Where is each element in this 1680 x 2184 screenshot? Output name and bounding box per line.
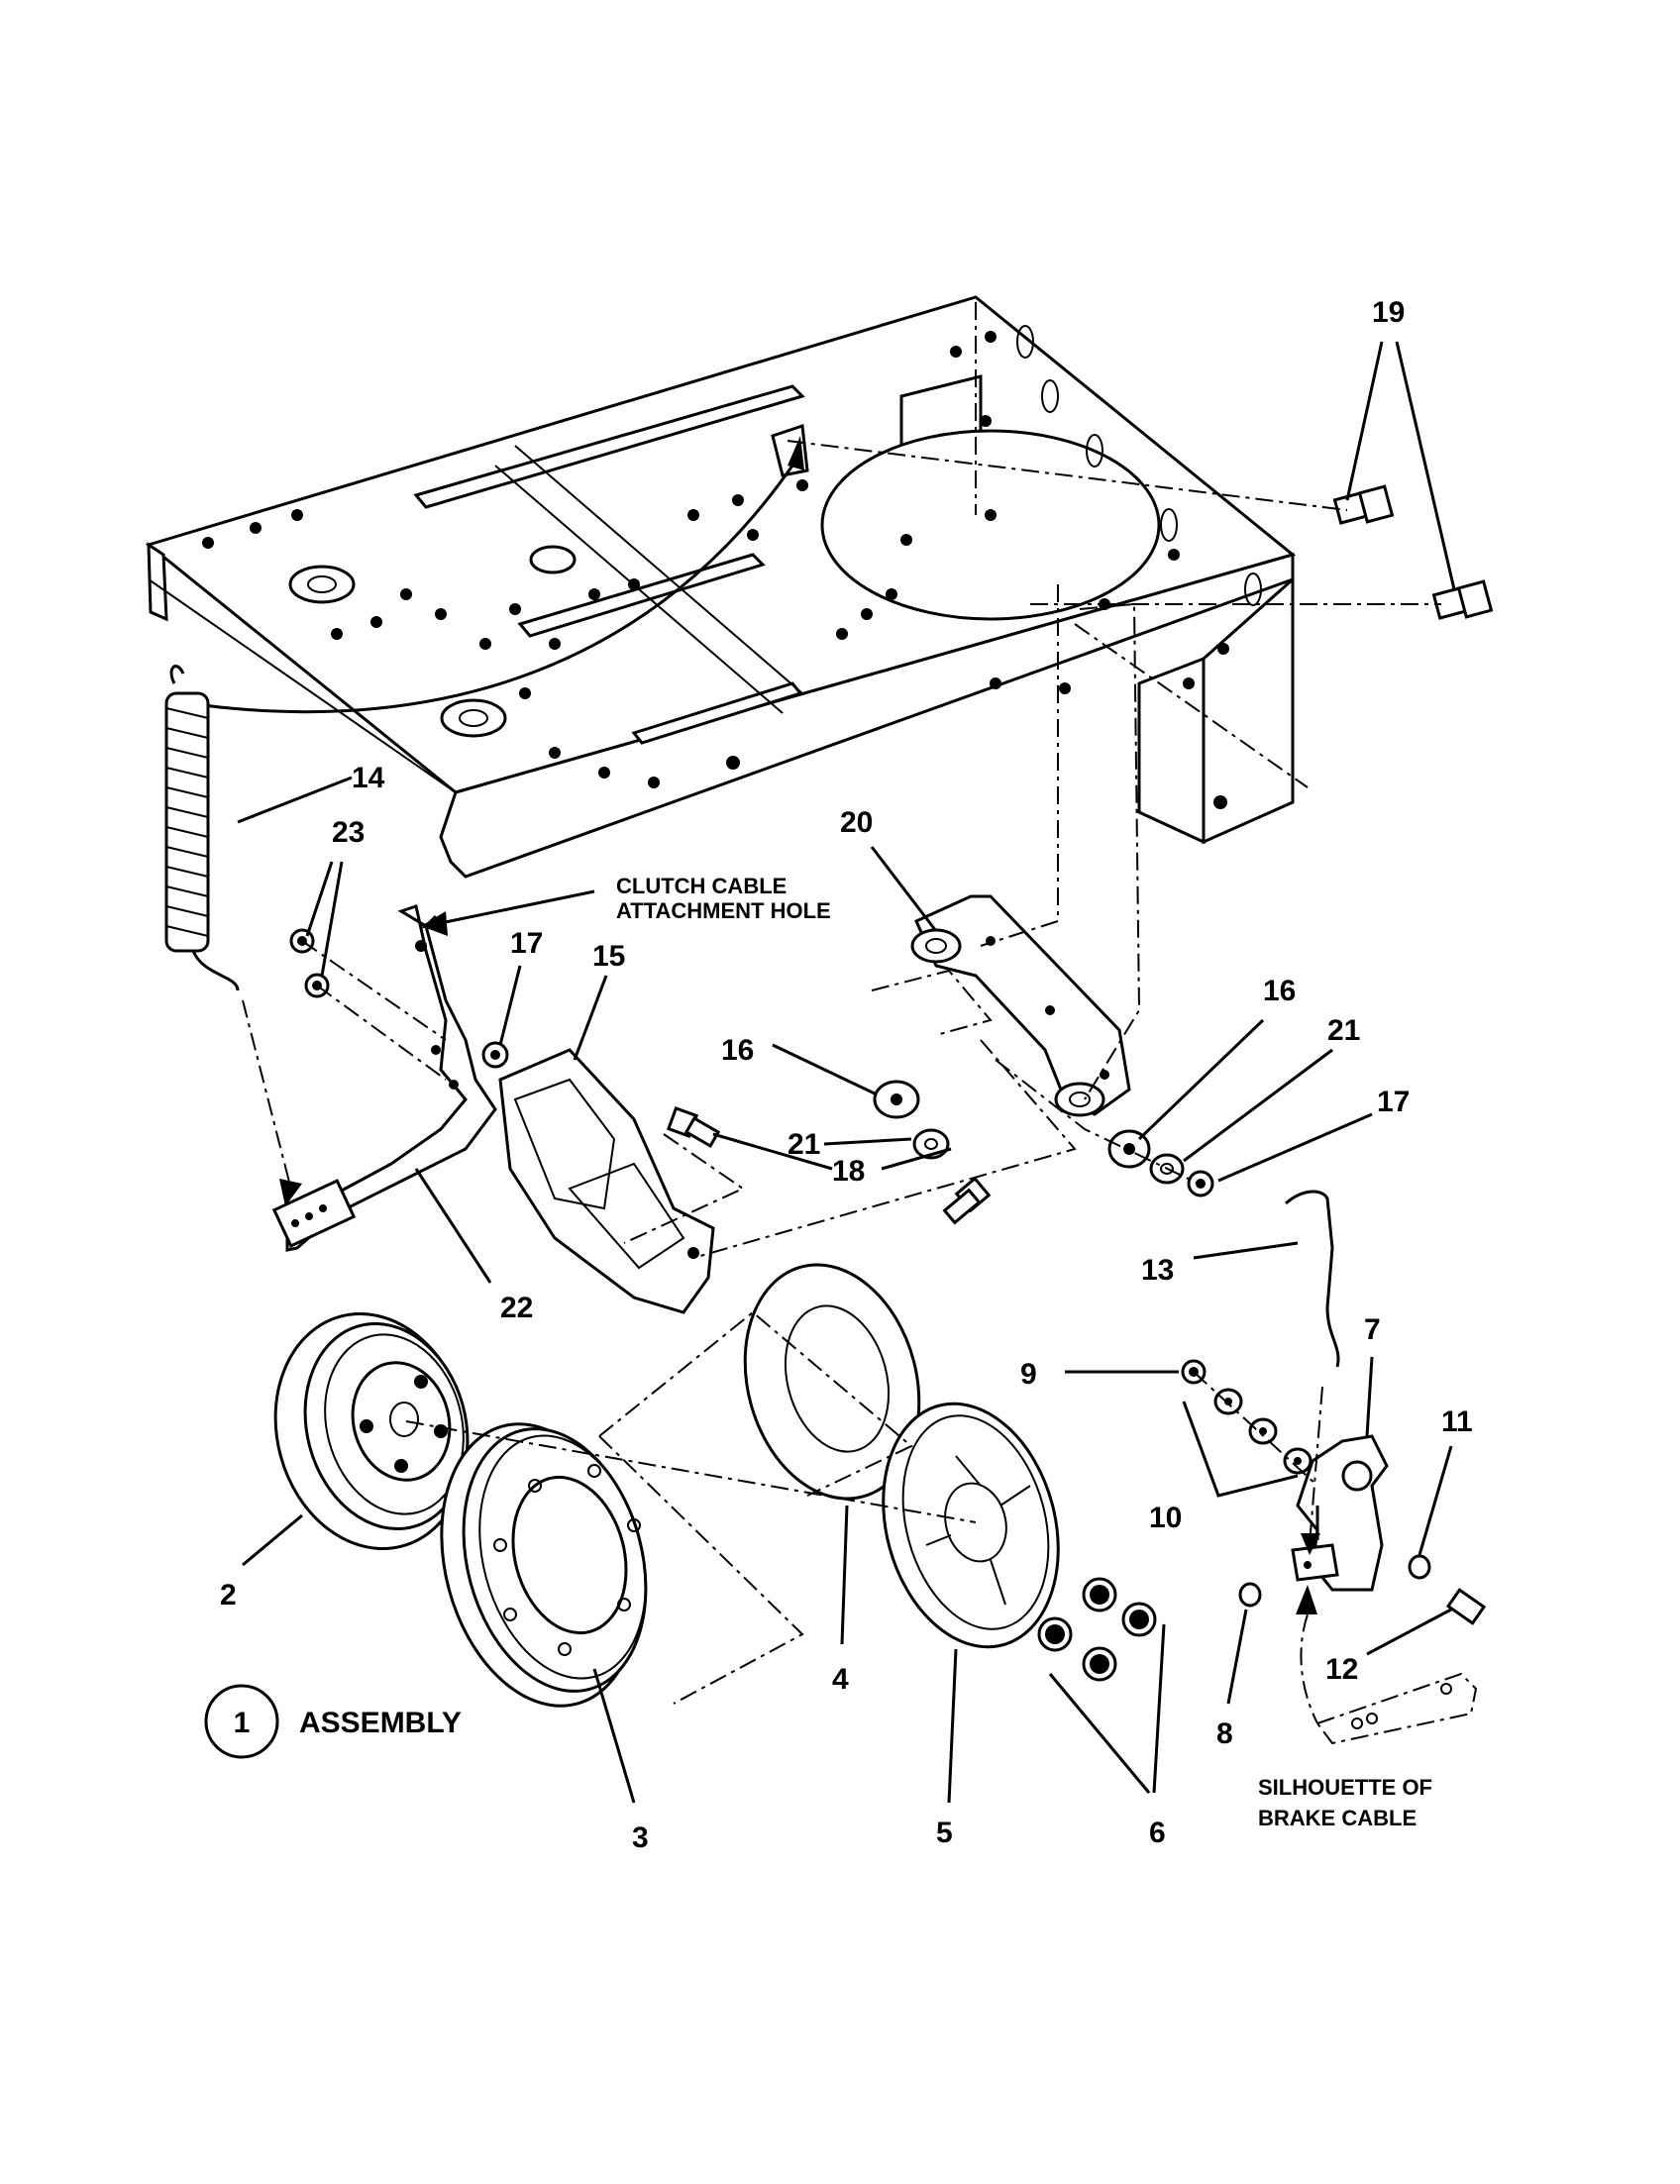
brake-cable-silhouette	[1296, 1585, 1478, 1745]
brake-drum	[440, 1422, 648, 1708]
clutch-arm	[271, 904, 497, 1252]
frame-chassis	[145, 295, 1297, 879]
assembly-number: 1	[234, 1707, 251, 1739]
pivot-bracket	[498, 1048, 715, 1314]
callout-4: 4	[832, 1663, 849, 1696]
callout-19: 19	[1372, 296, 1405, 329]
callout-23: 23	[332, 816, 365, 849]
callout-12: 12	[1325, 1653, 1358, 1686]
callout-8: 8	[1216, 1717, 1233, 1750]
callout-14: 14	[352, 762, 385, 794]
assembly-legend: 1 ASSEMBLY	[204, 1684, 462, 1759]
callout-13: 13	[1141, 1254, 1174, 1287]
callout-7: 7	[1364, 1313, 1381, 1346]
clutch-cable-note-line1: CLUTCH CABLE	[616, 874, 787, 898]
callout-21-left: 21	[788, 1128, 820, 1161]
callout-numbers: 2 3 4 5 6 7 8 9 10 11 12 13 14 15 16 16 …	[220, 296, 1473, 1854]
brake-cable-note-line1: SILHOUETTE OF	[1258, 1775, 1432, 1800]
callout-10: 10	[1149, 1502, 1182, 1534]
brake-lever	[1291, 1434, 1389, 1592]
callout-16-right: 16	[1263, 975, 1296, 1007]
annotations: CLUTCH CABLE ATTACHMENT HOLE SILHOUETTE …	[616, 874, 1432, 1830]
drive-pulley	[273, 1312, 470, 1550]
brake-cable-note-line2: BRAKE CABLE	[1258, 1806, 1417, 1830]
callout-6: 6	[1149, 1817, 1166, 1849]
callout-18: 18	[832, 1155, 865, 1188]
callout-20: 20	[840, 806, 873, 839]
brake-rod	[1285, 1190, 1340, 1555]
callout-17-left: 17	[510, 927, 543, 960]
mounting-bracket	[910, 894, 1131, 1117]
clutch-cable-note-line2: ATTACHMENT HOLE	[616, 898, 831, 923]
callout-11: 11	[1441, 1405, 1473, 1438]
callout-22: 22	[500, 1292, 533, 1324]
callout-3: 3	[632, 1821, 649, 1854]
brake-disc	[882, 1402, 1060, 1649]
assembly-centerlines	[301, 302, 1441, 1705]
callout-17-right: 17	[1377, 1086, 1410, 1118]
extension-spring	[164, 665, 302, 1206]
callout-16-left: 16	[721, 1034, 754, 1067]
leader-lines	[237, 341, 1456, 1804]
friction-disc	[743, 1263, 921, 1501]
assembly-label: ASSEMBLY	[299, 1707, 462, 1739]
callout-21-right: 21	[1327, 1014, 1360, 1047]
callout-5: 5	[936, 1817, 953, 1849]
assembly-number-circle	[204, 1684, 279, 1759]
callout-2: 2	[220, 1579, 237, 1612]
callout-15: 15	[592, 940, 625, 973]
callout-9: 9	[1020, 1358, 1037, 1391]
